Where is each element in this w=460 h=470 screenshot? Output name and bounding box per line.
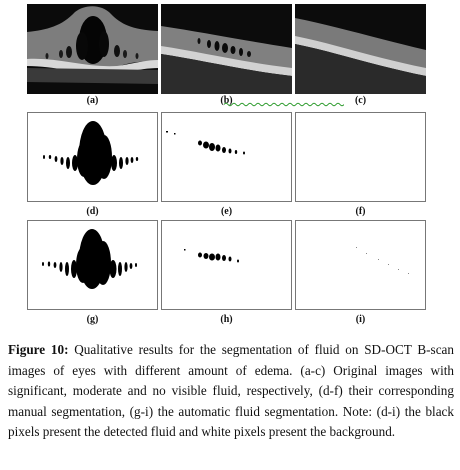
label-i: (i)	[355, 314, 366, 325]
label-f: (f)	[355, 206, 366, 217]
label-c: (c)	[354, 95, 367, 106]
label-b: (b)	[220, 95, 233, 106]
label-a: (a)	[86, 95, 99, 106]
manual-seg-d	[27, 112, 158, 202]
oct-image-a	[27, 4, 158, 94]
spellcheck-underline	[224, 102, 344, 107]
manual-seg-f	[295, 112, 426, 202]
auto-seg-i	[295, 220, 426, 310]
auto-seg-h	[161, 220, 292, 310]
label-d: (d)	[86, 206, 99, 217]
label-e: (e)	[220, 206, 233, 217]
auto-seg-g	[27, 220, 158, 310]
manual-seg-e	[161, 112, 292, 202]
label-g: (g)	[86, 314, 99, 325]
oct-image-b	[161, 4, 292, 94]
label-h: (h)	[220, 314, 233, 325]
caption-lead: Figure 10:	[8, 342, 69, 357]
caption-body: Qualitative results for the segmentation…	[8, 342, 454, 440]
figure-caption: Figure 10: Qualitative results for the s…	[8, 340, 454, 443]
oct-image-c	[295, 4, 426, 94]
